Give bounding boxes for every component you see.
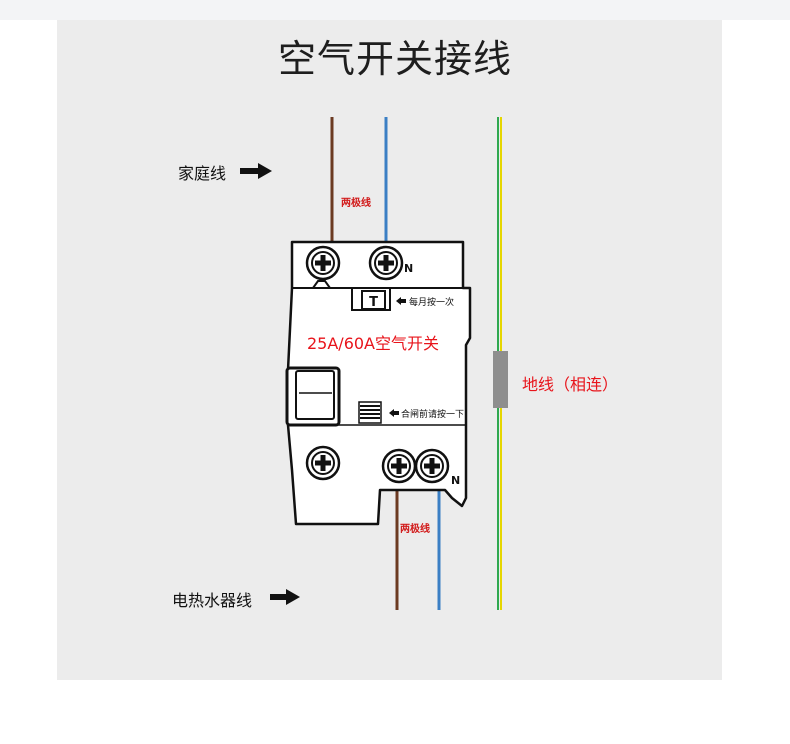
- right-arrow-icon: [270, 589, 300, 605]
- right-arrow-icon: [240, 163, 272, 179]
- breaker-top-notch: [312, 280, 331, 289]
- breaker-rating-label: 25A/60A空气开关: [307, 334, 440, 353]
- screw-terminal-icon: [414, 448, 450, 484]
- top-strip: [0, 0, 790, 20]
- page-title: 空气开关接线: [277, 37, 512, 81]
- test-button: [361, 290, 386, 310]
- earth-connector: [493, 351, 508, 408]
- test-button-note: 每月按一次: [409, 298, 455, 308]
- two-pole-label-top: 两极线: [341, 198, 371, 209]
- reset-button: [358, 401, 382, 424]
- toggle-lever: [295, 370, 335, 420]
- neutral-label-bottom: N: [451, 474, 460, 487]
- screw-terminal-icon: [381, 448, 417, 484]
- reset-note: 合闸前请按一下: [401, 410, 465, 420]
- reset-note-arrow: [389, 409, 399, 417]
- neutral-label-top: N: [404, 262, 413, 275]
- earth-line-label: 地线（相连）: [522, 375, 619, 394]
- two-pole-label-bottom: 两极线: [400, 524, 430, 535]
- screw-terminal-icon: [305, 445, 341, 481]
- home-line-label: 家庭线: [178, 164, 227, 183]
- screw-terminal-icon: [368, 245, 404, 281]
- test-note-arrow: [396, 297, 406, 305]
- screw-terminal-icon: [305, 245, 341, 281]
- test-button-symbol: T: [369, 295, 378, 310]
- heater-line-label: 电热水器线: [172, 591, 253, 610]
